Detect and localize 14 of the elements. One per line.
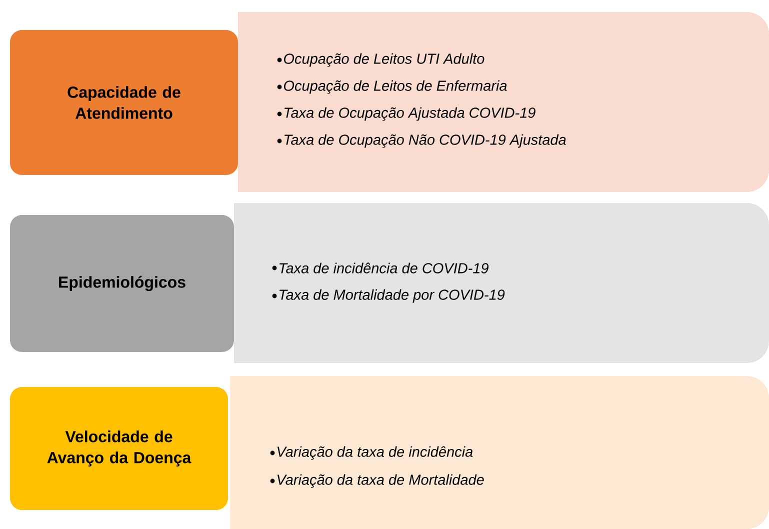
category-box: Epidemiológicos [10,215,234,352]
indicator-panel [238,12,769,192]
indicator-text: Variação da taxa de Mortalidade [277,474,484,488]
indicator-text: Ocupação de Leitos de Enfermaria [284,80,507,94]
indicator-panel [230,376,769,529]
indicator-text: Variação da taxa de incidência [277,446,473,460]
category-box: Capacidade de Atendimento [10,30,238,175]
indicator-text: Taxa de Ocupação Não COVID-19 Ajustada [284,134,566,148]
indicator-text: Taxa de Ocupação Ajustada COVID-19 [284,107,536,121]
category-box: Velocidade de Avanço da Doença [10,387,228,510]
indicator-panel [234,203,769,363]
indicator-text: Ocupação de Leitos UTI Adulto [284,53,484,67]
indicator-text: Taxa de Mortalidade por COVID-19 [280,289,505,303]
indicator-text: Taxa de incidência de COVID-19 [280,262,488,274]
